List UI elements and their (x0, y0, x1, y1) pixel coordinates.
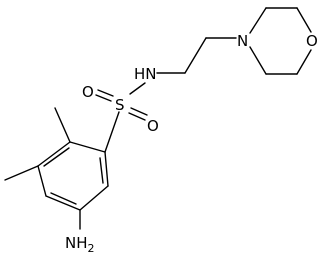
amine-element-label: NH (65, 234, 88, 252)
ring-bond (104, 151, 109, 187)
ring-bond (45, 195, 81, 211)
morpholine-oxygen-label: O (306, 32, 318, 50)
ring-double-bond (50, 192, 77, 205)
amine-group-label: NH2 (65, 234, 95, 255)
ethyl-bond-2 (184, 37, 207, 74)
ring-double-bond (43, 147, 70, 167)
ring-bond (249, 46, 267, 75)
ring-bond (296, 7, 312, 33)
ring-bond (37, 141, 71, 167)
methyl-bond-lower (4, 165, 39, 181)
sulfonyl-double-bond-1 (95, 94, 112, 102)
sulfur-nitrogen-bond (129, 82, 146, 95)
sulfur-atom-label: S (115, 96, 125, 114)
ring-bond (37, 165, 47, 197)
sulfonyl-double-bond-1 (97, 89, 114, 97)
ring-double-bond (99, 157, 104, 184)
sulfonyl-oxygen-label-2: O (147, 117, 159, 135)
ring-bond (296, 49, 312, 75)
ring-bond (69, 141, 106, 153)
morpholine-nitrogen-label: N (237, 32, 248, 50)
sulfonyl-double-bond-2 (130, 107, 148, 116)
morpholine-ring (249, 7, 312, 75)
benzene-ring (37, 141, 109, 211)
ring-bond (79, 185, 109, 211)
sulfonamide-nh-label: HN (134, 65, 157, 83)
ring-sulfur-bond (104, 111, 120, 153)
amine-subscript: 2 (88, 242, 95, 255)
sulfonyl-double-bond-2 (128, 112, 146, 121)
methyl-bond-upper (54, 107, 71, 143)
ring-bond (249, 7, 267, 34)
sulfonyl-oxygen-label-1: O (82, 83, 94, 101)
